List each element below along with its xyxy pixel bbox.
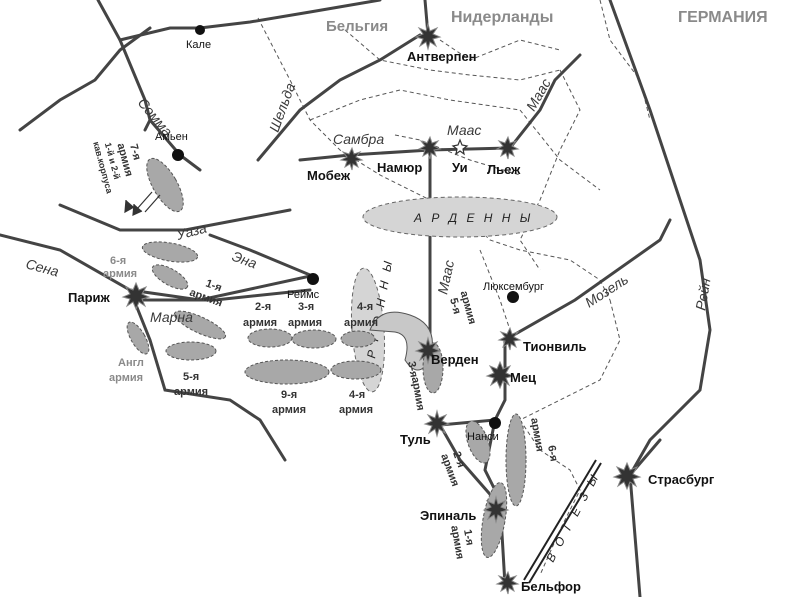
army-1s-word: армия	[448, 525, 466, 561]
army-9-num: 9-я	[281, 389, 297, 401]
label-liege: Льеж	[487, 162, 521, 177]
fortress-huy	[451, 138, 469, 156]
label-paris: Париж	[68, 290, 111, 305]
river-scheldt: Шельда	[266, 80, 299, 134]
vosges-label: В О Г Е З Ы	[543, 470, 602, 564]
fortress-thionville	[497, 326, 522, 351]
fortress-maubeuge	[339, 146, 364, 171]
borders	[257, 0, 651, 576]
fortress-metz	[485, 360, 515, 390]
label-amiens: Амьен	[155, 131, 188, 143]
label-thionville: Тионвиль	[523, 339, 586, 354]
river-sambre: Самбра	[333, 131, 384, 147]
army-5	[165, 341, 217, 361]
fortress-namur	[417, 135, 442, 160]
ardennes-label: А Р Д Е Н Н Ы	[413, 211, 533, 225]
label-reims: Реймс	[287, 289, 320, 301]
river-oise: Уаза	[174, 219, 209, 243]
army-1-south	[480, 482, 508, 558]
army-5g-num: 5-я	[447, 297, 463, 316]
fortresses	[121, 22, 642, 595]
army-engl-1: Англ	[118, 357, 144, 369]
fortress-belfort	[495, 570, 520, 595]
army-2-num: 2-я	[255, 301, 271, 313]
river-rhine: Рейн	[692, 276, 713, 311]
label-calais: Кале	[186, 39, 211, 51]
label-antwerp: Антверпен	[407, 49, 477, 64]
army-4-num: 4-я	[357, 301, 373, 313]
cavalry-arrows	[124, 191, 161, 216]
army-9	[244, 359, 330, 385]
label-nancy: Нанси	[467, 431, 499, 443]
army-3f-num: 3-я	[405, 360, 420, 378]
army-6-word: армия	[103, 268, 137, 280]
army-3f-word: армия	[409, 376, 427, 412]
luxembourg-dot	[507, 291, 519, 303]
city-dots	[172, 25, 519, 429]
army-6s-word: армия	[528, 417, 546, 453]
army-engl	[126, 321, 150, 355]
roads	[0, 0, 712, 597]
army-2-south	[465, 420, 491, 464]
army-4f-num: 4-я	[349, 389, 365, 401]
army-1-num: 1-я	[204, 278, 223, 295]
army-positions	[126, 157, 527, 558]
fortress-strasbourg	[612, 461, 642, 491]
army-3-num: 3-я	[298, 301, 314, 313]
army-engl-2: армия	[109, 372, 143, 384]
label-luxembourg: Люксембург	[483, 281, 544, 293]
army-6-b	[151, 264, 189, 290]
label-metz: Мец	[510, 370, 536, 385]
river-meuse-mid: Маас	[434, 259, 457, 296]
label-verdun: Верден	[431, 352, 479, 367]
army-4	[340, 330, 376, 348]
army-3	[291, 329, 337, 349]
fortress-verdun	[414, 336, 442, 365]
river-meuse-top: Маас	[447, 122, 481, 138]
country-netherlands: Нидерланды	[451, 9, 553, 26]
army-4f-word: армия	[339, 404, 373, 416]
label-toul: Туль	[400, 432, 431, 447]
river-marne: Марна	[150, 309, 193, 325]
army-2-word: армия	[243, 317, 277, 329]
army-5-word: армия	[174, 386, 208, 398]
army-6-num: 6-я	[110, 255, 126, 267]
army-4-word: армия	[344, 317, 378, 329]
army-6-south	[505, 413, 527, 507]
army-1s-num: 1-я	[461, 528, 476, 546]
army-1	[173, 310, 227, 340]
army-6s-num: 6-я	[545, 444, 560, 462]
amiens-dot	[172, 149, 184, 161]
army-9-word: армия	[272, 404, 306, 416]
country-belgium: Бельгия	[326, 18, 388, 35]
label-strasbourg: Страсбург	[648, 472, 715, 487]
army-3-word: армия	[288, 317, 322, 329]
army-4b	[330, 360, 382, 380]
river-seine: Сена	[24, 255, 61, 279]
country-germany: ГЕРМАНИЯ	[678, 9, 768, 26]
army-7	[146, 157, 184, 213]
label-epinal: Эпиналь	[420, 508, 476, 523]
label-belfort: Бельфор	[521, 579, 581, 594]
army-7-num: 7-я	[127, 143, 143, 162]
vosges-ridge	[523, 459, 602, 584]
label-namur: Намюр	[377, 160, 422, 175]
army-2s-num: 2-я	[450, 450, 467, 469]
label-huy: Уи	[452, 160, 468, 175]
fortress-toul	[423, 409, 451, 438]
label-maubeuge: Мобеж	[307, 168, 351, 183]
reims-dot	[307, 273, 319, 285]
fortress-epinal	[482, 495, 510, 524]
nancy-dot	[489, 417, 501, 429]
calais-dot	[195, 25, 205, 35]
fortress-liege	[495, 135, 520, 160]
army-6-a	[141, 241, 199, 263]
army-5-num: 5-я	[183, 371, 199, 383]
army-2	[247, 328, 293, 348]
fortress-paris	[121, 281, 151, 311]
fortress-antwerp	[414, 22, 442, 51]
ardennes-region	[362, 196, 558, 238]
